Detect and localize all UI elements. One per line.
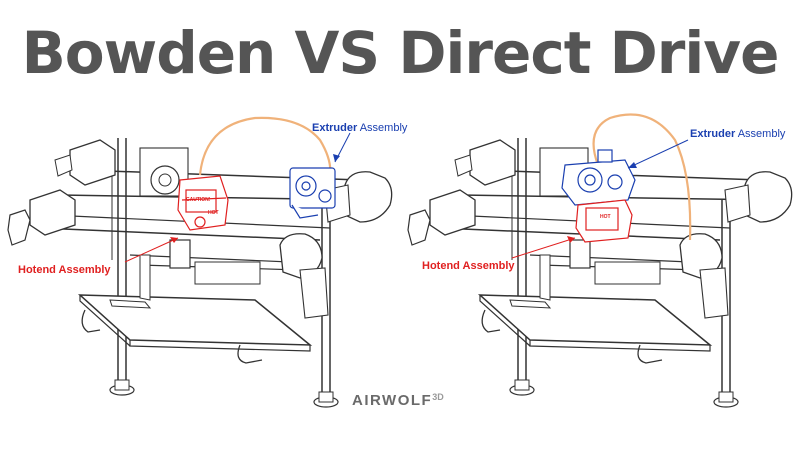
hot-text-left: HOT	[208, 210, 219, 216]
hot-text-right: HOT	[600, 214, 611, 220]
filament-path	[592, 113, 692, 241]
direct-drive-printer-drawing: HOT Extruder Assembly Hotend Assembly	[407, 113, 793, 408]
bowden-tube	[198, 116, 332, 176]
bowden-hotend-part	[177, 175, 229, 231]
airwolf-logo: AIRWOLF3D	[352, 392, 444, 409]
direct-drive-extruder-part	[561, 149, 636, 206]
bowden-printer-drawing: CAUTION! HOT Extruder Assembly Hotend As…	[7, 116, 408, 408]
bowden-extruder-part	[289, 167, 336, 219]
bowden-hotend-label: Hotend Assembly	[18, 264, 111, 276]
direct-drive-hotend-part	[575, 199, 633, 243]
direct-drive-extruder-label: Extruder Assembly	[690, 128, 786, 140]
bowden-extruder-label: Extruder Assembly	[312, 122, 408, 134]
direct-drive-hotend-label: Hotend Assembly	[422, 260, 515, 272]
page-title: Bowden VS Direct Drive	[21, 19, 780, 87]
caution-text: CAUTION!	[186, 197, 211, 203]
